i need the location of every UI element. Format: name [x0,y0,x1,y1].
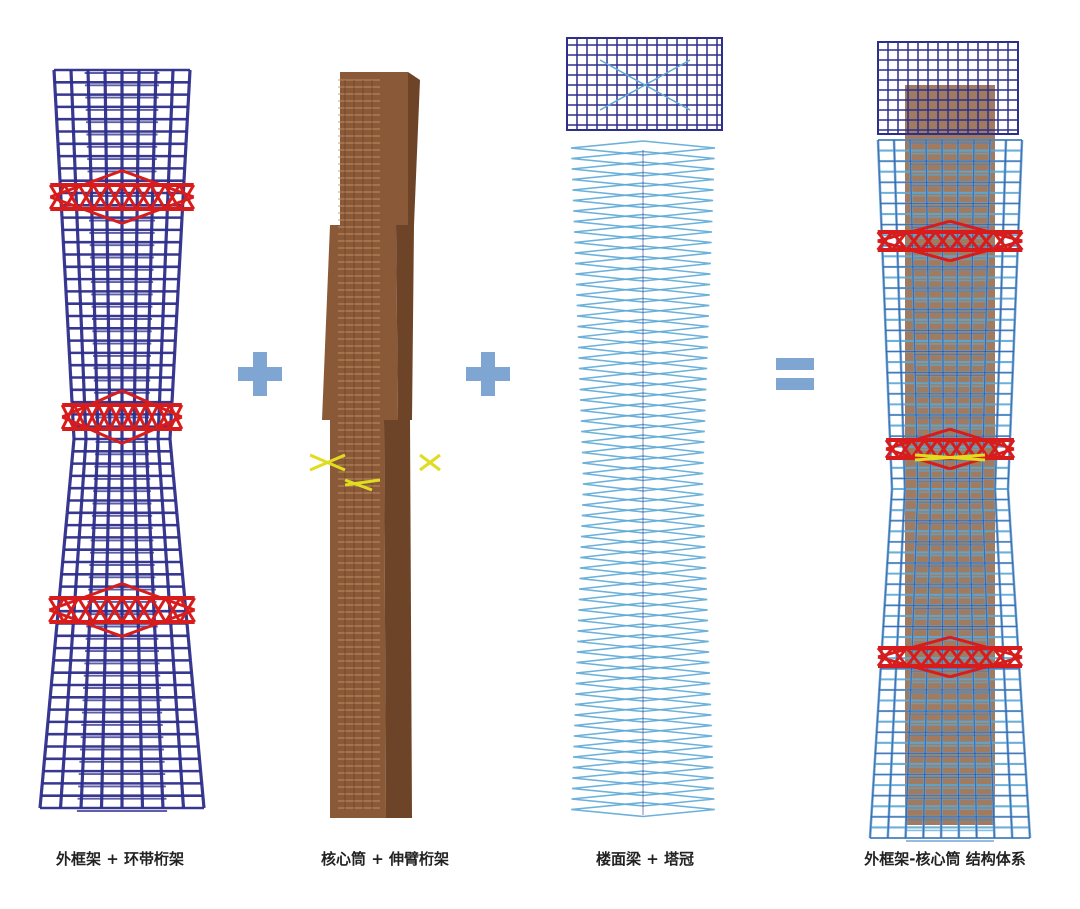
caption-core-tube: 核心筒 + 伸臂桁架 [320,850,449,868]
combined-frame-core-system-model [868,41,1032,842]
core-shadow-face [396,225,414,420]
plus-operator-2 [466,352,510,396]
belt-truss [60,389,184,445]
caption-floor-beams: 楼面梁 + 塔冠 [595,850,694,868]
equals-operator [776,358,814,390]
outrigger-truss [309,453,441,492]
core-shadow-face [384,420,412,818]
tower-crown [566,37,723,131]
belt-truss [876,219,1024,263]
outrigger-truss [914,453,986,462]
core-shadow-face [408,72,420,225]
tower-crown [877,41,1019,135]
belt-truss [876,635,1024,679]
caption-outer-frame: 外框架 + 环带桁架 [55,850,184,868]
outer-frame-with-belt-truss-model [38,68,206,812]
floor-beams-and-crown-model [566,37,723,818]
plus-operator-1 [238,352,282,396]
belt-truss [48,582,196,638]
caption-combined-system: 外框架-核心筒 结构体系 [864,850,1026,868]
belt-truss [48,169,196,225]
core-tube-with-outrigger-model [309,72,441,818]
floor-beams [570,140,716,818]
